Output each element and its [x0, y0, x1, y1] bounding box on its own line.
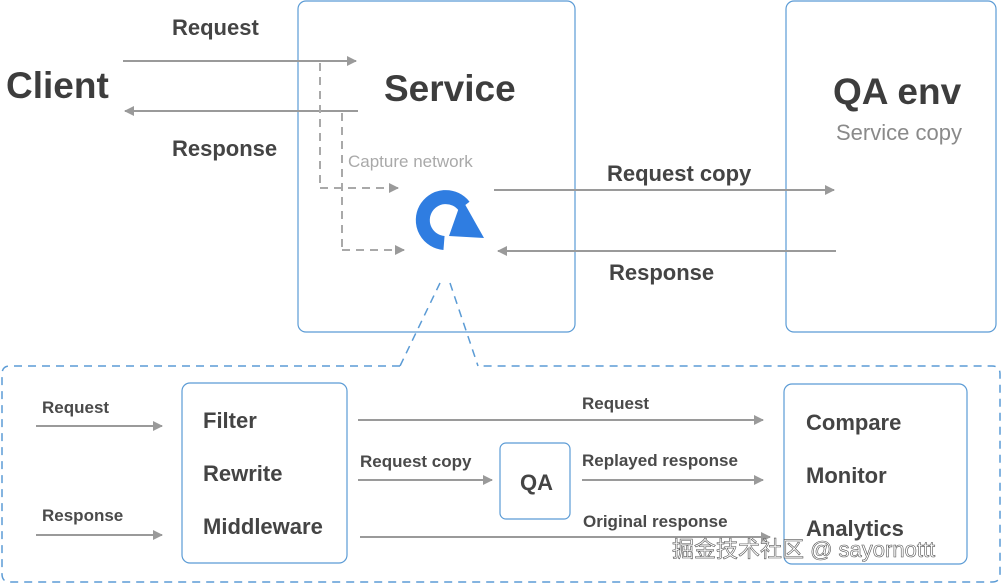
middleware-label: Middleware — [203, 514, 323, 539]
watermark: 掘金技术社区 @ sayornottt — [672, 537, 935, 562]
qa-label: QA — [520, 470, 553, 495]
analysis-box — [783, 383, 968, 565]
replayed-response-label: Replayed response — [582, 451, 738, 470]
capture-dashed-lines — [319, 63, 405, 255]
client-response-label: Response — [172, 136, 277, 161]
original-response-label: Original response — [583, 512, 728, 531]
analytics-label: Analytics — [806, 516, 904, 541]
processing-box — [181, 382, 348, 564]
request-in-label: Request — [42, 398, 109, 417]
client-request-label: Request — [172, 15, 259, 40]
zoom-connector-lines — [399, 282, 479, 367]
request-copy-label: Request copy — [607, 161, 752, 186]
filter-label: Filter — [203, 408, 257, 433]
qa-env-label: QA env — [833, 71, 962, 112]
capture-network-label: Capture network — [348, 152, 473, 171]
qa-box — [499, 442, 571, 520]
service-box — [297, 0, 576, 333]
rewrite-label: Rewrite — [203, 461, 282, 486]
qa-env-box — [785, 0, 997, 333]
detail-dashed-container — [1, 365, 1001, 583]
request-copy-to-qa-label: Request copy — [360, 452, 472, 471]
qa-env-sublabel: Service copy — [836, 120, 962, 145]
client-label: Client — [6, 65, 109, 106]
service-label: Service — [384, 68, 516, 109]
circular-arrow-icon — [415, 190, 484, 250]
monitor-label: Monitor — [806, 463, 887, 488]
compare-label: Compare — [806, 410, 901, 435]
response-in-label: Response — [42, 506, 123, 525]
request-out-label: Request — [582, 394, 649, 413]
qa-response-label: Response — [609, 260, 714, 285]
